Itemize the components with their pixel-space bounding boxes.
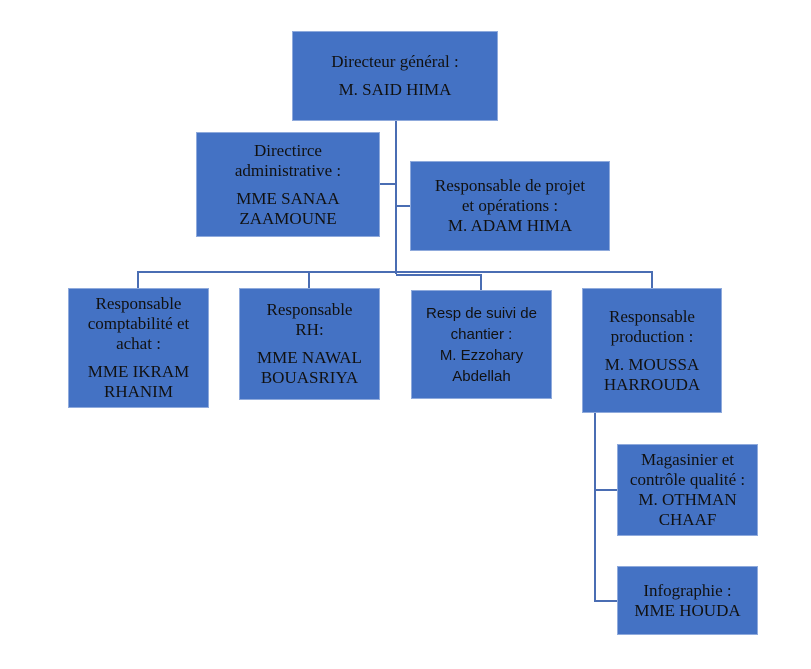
node-title: contrôle qualité :	[629, 470, 746, 489]
node-title: Directeur général :	[331, 52, 459, 71]
node-resp-suivi-chantier: Resp de suivi de chantier : M. Ezzohary …	[411, 290, 552, 399]
node-title: chantier :	[450, 325, 513, 343]
node-responsable-production: Responsable production : M. MOUSSA HARRO…	[582, 288, 722, 413]
connector-suivi	[480, 274, 482, 291]
node-title: Responsable	[95, 294, 182, 313]
node-person: MME HOUDA	[634, 600, 741, 620]
node-title: Responsable	[609, 306, 695, 326]
connector-admin	[379, 183, 396, 185]
node-directeur-general: Directeur général : M. SAID HIMA	[292, 31, 498, 121]
node-title: achat :	[116, 334, 161, 353]
node-directrice-administrative: Directirce administrative : MME SANAA ZA…	[196, 132, 380, 237]
connector-magasinier	[594, 489, 618, 491]
connector-ceo-trunk	[395, 120, 397, 274]
node-title: Responsable	[266, 300, 353, 319]
connector-production-trunk	[594, 412, 596, 602]
node-responsable-comptabilite: Responsable comptabilité et achat : MME …	[68, 288, 209, 408]
connector-suivi-bar	[396, 274, 482, 276]
node-title: Directirce	[254, 140, 322, 160]
node-title: Resp de suivi de	[426, 304, 537, 322]
node-person: ZAAMOUNE	[239, 208, 337, 228]
node-person: M. SAID HIMA	[338, 80, 452, 99]
node-magasinier: Magasinier et contrôle qualité : M. OTHM…	[617, 444, 758, 536]
connector-level2-bar	[137, 271, 653, 273]
node-title: production :	[610, 326, 694, 346]
connector-infographie	[594, 600, 618, 602]
node-infographie: Infographie : MME HOUDA	[617, 566, 758, 635]
connector-compta	[137, 271, 139, 289]
connector-projet	[396, 205, 411, 207]
node-person: RHANIM	[104, 382, 173, 401]
node-title: comptabilité et	[87, 314, 190, 333]
node-title: et opérations :	[461, 196, 559, 215]
connector-production	[651, 271, 653, 289]
connector-rh	[308, 271, 310, 289]
node-person: M. OTHMAN	[638, 490, 737, 509]
node-person: HARROUDA	[603, 374, 701, 394]
node-person: MME NAWAL	[257, 348, 362, 367]
node-person: MME SANAA	[236, 188, 340, 208]
node-person: Abdellah	[452, 367, 511, 385]
node-title: Responsable de projet	[434, 176, 586, 195]
node-person: M. MOUSSA	[604, 354, 700, 374]
node-title: RH:	[295, 320, 324, 339]
node-person: MME IKRAM	[87, 362, 190, 381]
node-responsable-projet: Responsable de projet et opérations : M.…	[410, 161, 610, 251]
node-person: BOUASRIYA	[260, 368, 359, 387]
node-person: M. ADAM HIMA	[447, 216, 573, 235]
node-title: Infographie :	[643, 580, 732, 600]
node-title: administrative :	[234, 160, 342, 180]
node-person: M. Ezzohary	[439, 346, 524, 364]
node-title: Magasinier et	[641, 450, 734, 469]
node-responsable-rh: Responsable RH: MME NAWAL BOUASRIYA	[239, 288, 380, 400]
node-person: CHAAF	[658, 510, 717, 529]
